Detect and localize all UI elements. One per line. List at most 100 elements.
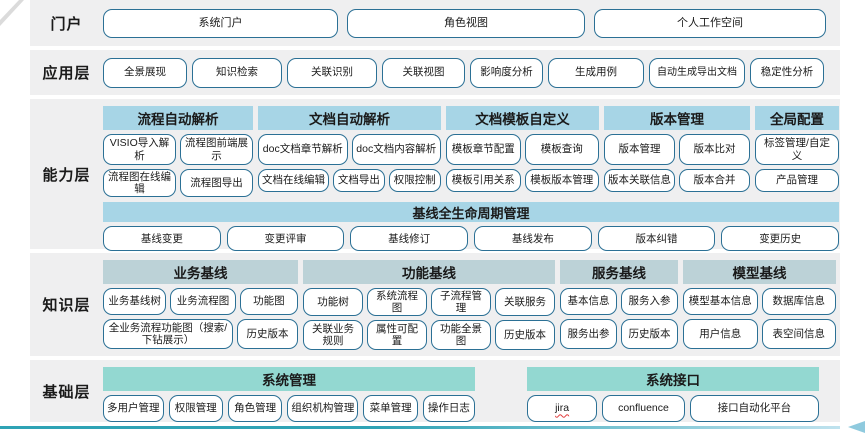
group-header: 文档自动解析 [258, 106, 441, 130]
kn-node-basic-info: 基本信息 [560, 288, 617, 315]
layer-label-knowledge: 知识层 [42, 297, 91, 314]
app-node-relation-identify: 关联识别 [287, 57, 377, 88]
fd-node-jira: jira [527, 395, 598, 422]
kn-node-full-business-flow-map: 全业务流程功能图（搜索/下钻展示） [103, 319, 233, 349]
cap-node-template-reference: 模板引用关系 [446, 169, 521, 192]
app-node-relation-view: 关联视图 [382, 57, 465, 88]
cap-node-product-mgmt: 产品管理 [755, 169, 839, 192]
bottom-arrow-icon [848, 421, 865, 433]
app-node-panorama: 全景展现 [103, 57, 187, 88]
cap-node-template-version-mgmt: 模板版本管理 [524, 169, 599, 192]
cap-node-tag-mgmt-custom: 标签管理/自定义 [755, 134, 839, 165]
cap-node-flowchart-online-edit: 流程图在线编辑 [103, 169, 176, 198]
kn-node-function-diagram: 功能图 [239, 288, 299, 315]
cap-node-template-chapter-config: 模板章节配置 [446, 134, 521, 165]
layer-band-portal: 门户 系统门户 角色视图 个人工作空间 [30, 0, 840, 46]
layer-label-application: 应用层 [42, 65, 91, 82]
cap-node-doc-export: 文档导出 [333, 169, 385, 192]
fd-node-interface-automation-platform: 接口自动化平台 [689, 395, 820, 422]
baseline-node-revision: 基线修订 [350, 226, 469, 252]
capability-group-doc-template: 文档模板自定义 模板章节配置 模板查询 模板引用关系 模板版本管理 [446, 106, 599, 197]
cap-node-flowchart-front-display: 流程图前端展示 [180, 134, 253, 165]
group-header: 模型基线 [683, 260, 836, 284]
fd-node-role-mgmt: 角色管理 [227, 395, 283, 422]
cap-node-version-compare: 版本比对 [679, 134, 750, 165]
kn-node-tablespace-info: 表空间信息 [761, 319, 836, 349]
baseline-node-change: 基线变更 [103, 226, 221, 252]
portal-node-personal-workspace: 个人工作空间 [594, 8, 826, 38]
capability-group-version-mgmt: 版本管理 版本管理 版本比对 版本关联信息 版本合并 [604, 106, 750, 197]
cap-node-template-query: 模板查询 [524, 134, 599, 165]
group-header: 业务基线 [103, 260, 298, 284]
cap-node-permission-control: 权限控制 [388, 169, 441, 192]
kn-node-service-input: 服务入参 [621, 288, 678, 315]
kn-node-function-tree: 功能树 [303, 288, 363, 317]
app-node-knowledge-search: 知识检索 [192, 57, 282, 88]
kn-node-attr-configurable: 属性可配置 [367, 320, 427, 351]
group-header: 全局配置 [755, 106, 839, 130]
layer-band-capability: 能力层 流程自动解析 VISIO导入解析 流程图前端展示 流程图在线编辑 流程图… [30, 99, 840, 252]
fd-node-operation-log: 操作日志 [422, 395, 475, 422]
layer-band-application: 应用层 全景展现 知识检索 关联识别 关联视图 影响度分析 生成用例 自动生成导… [30, 50, 840, 95]
knowledge-group-business-baseline: 业务基线 业务基线树 业务流程图 功能图 全业务流程功能图（搜索/下钻展示） 历… [103, 260, 299, 350]
cap-node-version-merge: 版本合并 [679, 169, 750, 192]
baseline-lifecycle-banner: 基线全生命周期管理 [103, 202, 839, 223]
kn-node-related-business-rule: 关联业务规则 [303, 320, 363, 351]
group-header: 系统管理 [103, 367, 475, 391]
knowledge-group-model-baseline: 模型基线 模型基本信息 数据库信息 用户信息 表空间信息 [683, 260, 836, 350]
jira-label: jira [555, 402, 570, 415]
cap-node-doc-chapter-parse: doc文档章节解析 [258, 134, 348, 165]
kn-node-subprocess-mgmt: 子流程管理 [431, 288, 491, 317]
layer-band-knowledge: 知识层 业务基线 业务基线树 业务流程图 功能图 全业务流程功能图（搜索/下钻展… [30, 253, 840, 356]
baseline-node-change-history: 变更历史 [721, 226, 840, 252]
cap-node-doc-online-edit: 文档在线编辑 [258, 169, 330, 192]
app-node-stability-analysis: 稳定性分析 [750, 57, 824, 88]
kn-node-function-panorama: 功能全景图 [431, 320, 491, 351]
portal-node-system-portal: 系统门户 [103, 8, 338, 38]
cap-node-doc-content-parse: doc文档内容解析 [351, 134, 441, 165]
foundation-group-system-interface: 系统接口 jira confluence 接口自动化平台 [527, 367, 820, 422]
kn-node-related-service: 关联服务 [495, 288, 555, 317]
knowledge-group-service-baseline: 服务基线 基本信息 服务入参 服务出参 历史版本 [560, 260, 678, 350]
group-header: 版本管理 [604, 106, 750, 130]
kn-node-database-info: 数据库信息 [761, 288, 836, 315]
corner-decoration-inner [0, 0, 19, 20]
capability-group-process-parse: 流程自动解析 VISIO导入解析 流程图前端展示 流程图在线编辑 流程图导出 [103, 106, 253, 198]
group-header: 功能基线 [303, 260, 555, 284]
bottom-accent-line [0, 426, 840, 429]
kn-node-service-output: 服务出参 [560, 319, 617, 349]
cap-node-version-mgmt: 版本管理 [604, 134, 675, 165]
kn-node-history-version: 历史版本 [621, 319, 678, 349]
fd-node-menu-mgmt: 菜单管理 [363, 395, 418, 422]
group-header: 系统接口 [527, 367, 819, 391]
capability-group-global-config: 全局配置 标签管理/自定义 产品管理 [755, 106, 839, 197]
group-header: 服务基线 [560, 260, 678, 284]
baseline-node-change-review: 变更评审 [226, 226, 345, 252]
app-node-auto-export-doc: 自动生成导出文档 [649, 57, 745, 88]
foundation-group-system-mgmt: 系统管理 多用户管理 权限管理 角色管理 组织机构管理 菜单管理 操作日志 [103, 367, 475, 422]
kn-node-history-version: 历史版本 [236, 319, 298, 349]
layer-label-portal: 门户 [50, 15, 83, 33]
fd-node-confluence: confluence [602, 395, 685, 422]
knowledge-group-function-baseline: 功能基线 功能树 系统流程图 子流程管理 关联服务 关联业务规则 属性可配置 功… [303, 260, 555, 351]
fd-node-org-mgmt: 组织机构管理 [287, 395, 359, 422]
cap-node-version-relation-info: 版本关联信息 [604, 169, 675, 192]
group-header: 文档模板自定义 [446, 106, 599, 130]
fd-node-permission-mgmt: 权限管理 [168, 395, 223, 422]
kn-node-business-flowchart: 业务流程图 [170, 288, 236, 315]
portal-node-role-view: 角色视图 [347, 8, 585, 38]
capability-group-doc-parse: 文档自动解析 doc文档章节解析 doc文档内容解析 文档在线编辑 文档导出 权… [258, 106, 441, 197]
baseline-node-version-correction: 版本纠错 [597, 226, 716, 252]
kn-node-model-basic-info: 模型基本信息 [683, 288, 758, 315]
kn-node-business-baseline-tree: 业务基线树 [103, 288, 167, 315]
kn-node-history-version: 历史版本 [495, 320, 555, 351]
layer-band-foundation: 基础层 系统管理 多用户管理 权限管理 角色管理 组织机构管理 菜单管理 操作日… [30, 360, 840, 422]
cap-node-flowchart-export: 流程图导出 [180, 169, 253, 198]
layer-label-capability: 能力层 [42, 166, 91, 184]
app-node-impact-analysis: 影响度分析 [470, 57, 543, 88]
layer-label-foundation: 基础层 [42, 383, 91, 401]
group-header: 流程自动解析 [103, 106, 253, 130]
baseline-node-release: 基线发布 [474, 226, 592, 252]
cap-node-visio-import: VISIO导入解析 [103, 134, 176, 165]
fd-node-multi-user-mgmt: 多用户管理 [103, 395, 164, 422]
